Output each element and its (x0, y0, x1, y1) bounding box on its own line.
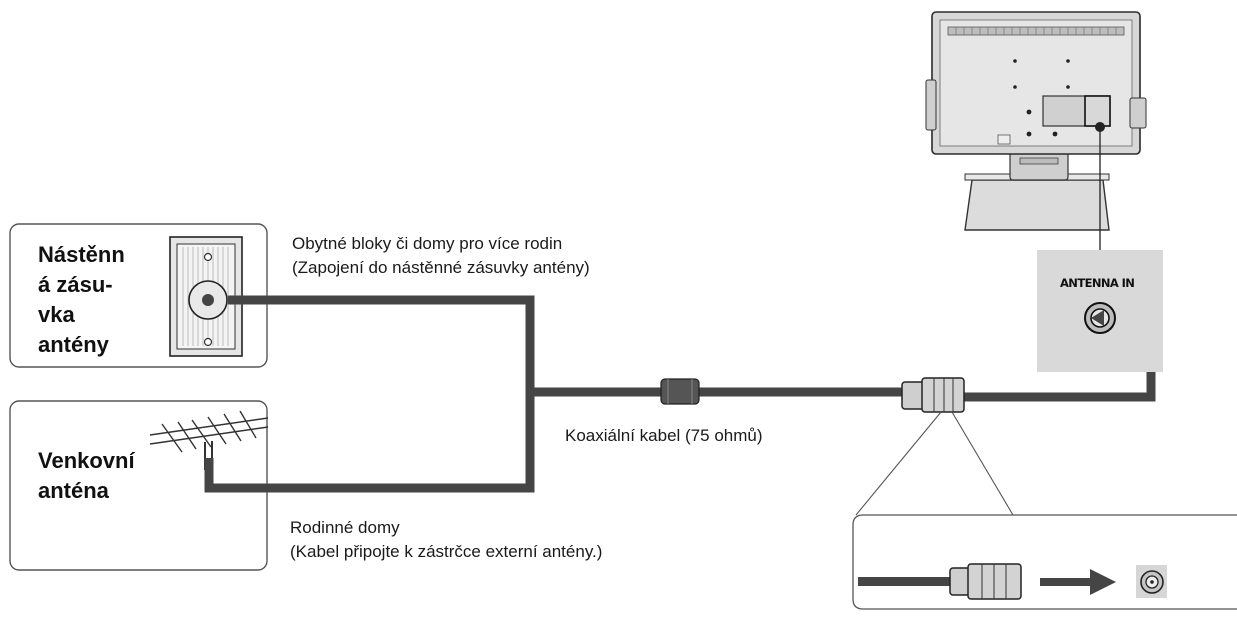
apartment-caption: Obytné bloky či domy pro více rodin (Zap… (292, 234, 590, 277)
zoom-callout-lines (855, 411, 1014, 516)
cable-caption: Koaxiální kabel (75 ohmů) (565, 426, 763, 445)
zoom-callout-box (852, 514, 1237, 610)
cable-ferrite (660, 378, 700, 405)
coax-plug (901, 377, 965, 413)
antenna-in-label: ANTENNA IN (1060, 276, 1135, 290)
callout-plug-detail (858, 563, 1022, 600)
callout-jack-icon (1136, 565, 1167, 598)
house-caption: Rodinné domy (Kabel připojte k zástrčce … (290, 518, 603, 561)
tv-back (925, 11, 1147, 231)
wall-socket-title: Nástěnn á zásu- vka antény (38, 242, 125, 357)
arrow-head-icon (1091, 310, 1104, 326)
outdoor-antenna-title: Venkovní anténa (38, 448, 135, 503)
arrow-right-icon (1040, 569, 1116, 595)
